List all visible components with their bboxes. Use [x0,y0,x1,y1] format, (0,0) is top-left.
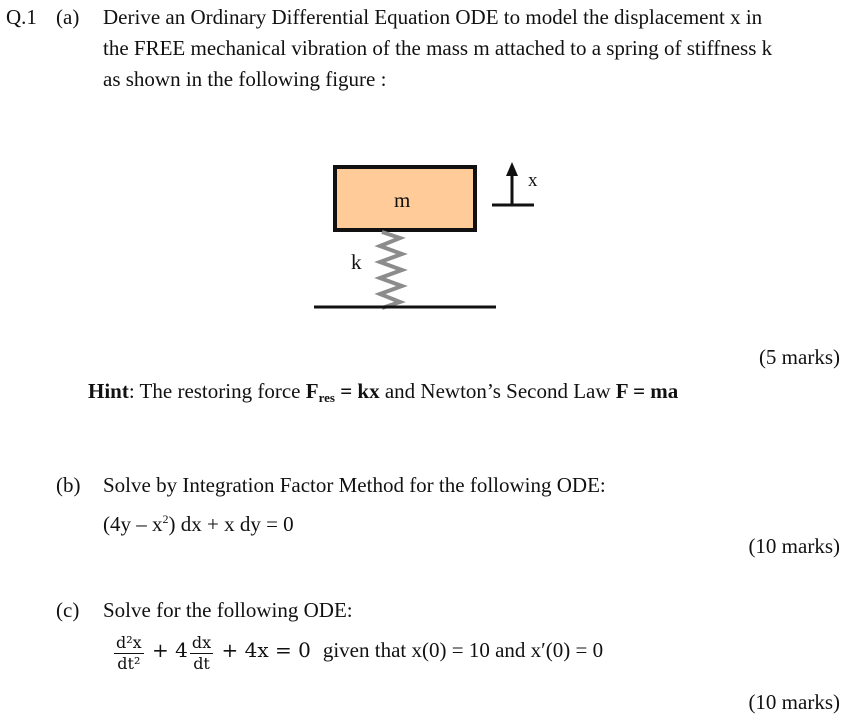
frac1-den: dt² [117,654,141,673]
part-c-instruction: Solve for the following ODE: [103,598,353,622]
part-a-line-2: the FREE mechanical vibration of the mas… [103,36,773,60]
part-b-label: (b) [56,473,81,497]
hint-text: Hint: The restoring force Fres = kx and … [88,376,678,413]
hint-text-1: : The restoring force [128,379,306,403]
frac2-den: dt [193,654,210,673]
mass-spring-figure: m k x [300,150,560,320]
spring-label: k [351,250,362,274]
plus-4: + 4 [145,638,188,663]
part-a-label: (a) [56,5,80,29]
hint-text-2: and Newton’s Second Law [379,379,616,403]
frac1-num: d²x [114,633,144,654]
part-c-marks: (10 marks) [748,690,840,714]
part-b-eq-sup: 2 [162,512,169,526]
part-b-eq-pre: (4y – x [103,512,163,536]
part-b-equation: (4y – x2) dx + x dy = 0 [103,504,294,539]
part-b-eq-post: ) dx + x dy = 0 [168,512,294,536]
part-a-line-1: Derive an Ordinary Differential Equation… [103,5,763,29]
eq-rest: + 4x = 0 [215,638,311,663]
hint-fres-sub: res [318,390,335,405]
hint-eq-1: = kx [334,379,380,403]
part-a-line-3: as shown in the following figure : [103,67,387,91]
hint-fres: F [305,379,319,403]
mass-label: m [394,188,411,212]
hint-label: Hint [88,379,129,403]
part-b-instruction: Solve by Integration Factor Method for t… [103,473,606,497]
part-c-label: (c) [56,598,80,622]
mass-spring-diagram-icon [314,162,534,310]
frac2-num: dx [189,633,214,654]
initial-conditions: given that x(0) = 10 and x′(0) = 0 [322,638,604,663]
part-a-marks: (5 marks) [758,345,840,369]
displacement-label: x [528,170,538,191]
question-number: Q.1 [6,5,37,29]
part-b-marks: (10 marks) [748,534,840,558]
hint-eq-2: F = ma [615,379,679,403]
